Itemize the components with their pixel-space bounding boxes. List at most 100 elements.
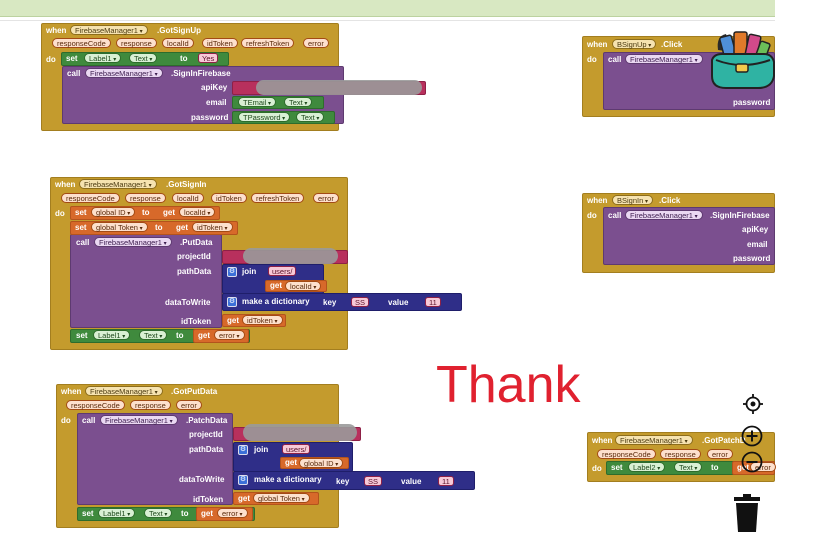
component-dropdown[interactable]: FirebaseManager1: [85, 386, 163, 396]
gear-icon[interactable]: ⚙: [227, 297, 237, 307]
error-dropdown[interactable]: error: [217, 508, 248, 518]
param-error[interactable]: error: [303, 38, 329, 48]
key-string[interactable]: SS: [364, 476, 383, 486]
zoom-out-icon[interactable]: [741, 451, 763, 473]
error-dropdown[interactable]: error: [214, 330, 245, 340]
property-dropdown[interactable]: Text: [129, 53, 158, 63]
global-token-dropdown[interactable]: global Token: [253, 493, 310, 503]
make-dictionary-block[interactable]: [222, 293, 462, 311]
when-keyword: when: [587, 196, 608, 205]
thank-overlay-text: Thank: [436, 356, 581, 414]
key-string[interactable]: SS: [351, 297, 370, 307]
get-keyword: get: [270, 281, 282, 290]
yes-string[interactable]: Yes: [198, 53, 219, 63]
get-keyword: get: [227, 316, 239, 325]
temail-dropdown[interactable]: TEmail: [238, 97, 277, 107]
param-idToken[interactable]: idToken: [202, 38, 238, 48]
component-dropdown[interactable]: FirebaseManager1: [100, 415, 178, 425]
error-dropdown[interactable]: error: [750, 462, 776, 472]
param-responseCode[interactable]: responseCode: [52, 38, 111, 48]
set-keyword: set: [66, 54, 78, 63]
global-token-dropdown[interactable]: global Token: [91, 222, 148, 232]
localid-dropdown[interactable]: localId: [179, 207, 216, 217]
param-response[interactable]: response: [130, 400, 171, 410]
set-keyword: set: [75, 223, 87, 232]
button-dropdown[interactable]: BSignUp: [612, 39, 657, 49]
param-response[interactable]: response: [125, 193, 166, 203]
component-dropdown[interactable]: FirebaseManager1: [625, 54, 703, 64]
get-keyword: get: [737, 463, 749, 472]
global-id-dropdown[interactable]: global ID: [91, 207, 136, 217]
text-dropdown[interactable]: Text: [296, 112, 325, 122]
method-name: .PatchData: [186, 416, 228, 425]
param-response[interactable]: response: [116, 38, 157, 48]
param-refreshToken[interactable]: refreshToken: [251, 193, 305, 203]
when-keyword: when: [55, 180, 76, 189]
param-responseCode[interactable]: responseCode: [66, 400, 125, 410]
component-dropdown[interactable]: FirebaseManager1: [70, 25, 148, 35]
param-localId[interactable]: localId: [172, 193, 204, 203]
property-dropdown[interactable]: Text: [674, 462, 703, 472]
users-string[interactable]: users/: [268, 266, 297, 276]
get-keyword: get: [238, 494, 250, 503]
call-putdata-block[interactable]: [70, 234, 222, 328]
property-dropdown[interactable]: Text: [144, 508, 173, 518]
gear-icon[interactable]: ⚙: [227, 267, 237, 277]
button-dropdown[interactable]: BSignIn: [612, 195, 653, 205]
param-error[interactable]: error: [707, 449, 733, 459]
do-keyword: do: [61, 416, 71, 425]
label-dropdown[interactable]: Label1: [84, 53, 122, 63]
call-keyword: call: [608, 55, 622, 64]
workspace-top-bar: [0, 0, 775, 17]
redacted-project-id: [243, 248, 338, 264]
key-keyword: key: [336, 477, 350, 486]
when-keyword: when: [587, 40, 608, 49]
trash-icon[interactable]: [732, 493, 762, 533]
param-error[interactable]: error: [313, 193, 339, 203]
gear-icon[interactable]: ⚙: [238, 475, 248, 485]
call-keyword: call: [608, 211, 622, 220]
property-dropdown[interactable]: Text: [139, 330, 168, 340]
label-dropdown[interactable]: Label1: [93, 330, 131, 340]
text-dropdown[interactable]: Text: [284, 97, 313, 107]
get-keyword: get: [201, 509, 213, 518]
idtoken-dropdown[interactable]: idToken: [242, 315, 283, 325]
component-dropdown[interactable]: FirebaseManager1: [79, 179, 157, 189]
param-localId[interactable]: localId: [162, 38, 194, 48]
set-keyword: set: [75, 208, 87, 217]
component-dropdown[interactable]: FirebaseManager1: [94, 237, 172, 247]
get-keyword: get: [163, 208, 175, 217]
value-string[interactable]: 11: [438, 476, 454, 486]
redacted-api-key: [256, 80, 422, 95]
users-string[interactable]: users/: [282, 444, 311, 454]
get-keyword: get: [198, 331, 210, 340]
redacted-project-id: [243, 424, 357, 441]
param-error[interactable]: error: [176, 400, 202, 410]
param-response[interactable]: response: [660, 449, 701, 459]
global-id-dropdown[interactable]: global ID: [299, 458, 344, 468]
component-dropdown[interactable]: FirebaseManager1: [615, 435, 693, 445]
value-string[interactable]: 11: [425, 297, 441, 307]
component-dropdown[interactable]: FirebaseManager1: [85, 68, 163, 78]
localid-dropdown[interactable]: localId: [285, 281, 322, 291]
zoom-in-icon[interactable]: [741, 425, 763, 447]
gear-icon[interactable]: ⚙: [238, 445, 248, 455]
param-responseCode[interactable]: responseCode: [597, 449, 656, 459]
when-keyword: when: [61, 387, 82, 396]
label-dropdown[interactable]: Label2: [628, 462, 666, 472]
make-dictionary-block[interactable]: [233, 471, 475, 490]
component-dropdown[interactable]: FirebaseManager1: [625, 210, 703, 220]
target-icon[interactable]: [742, 393, 764, 415]
label-dropdown[interactable]: Label1: [98, 508, 136, 518]
param-refreshToken[interactable]: refreshToken: [241, 38, 295, 48]
email-label: email: [747, 240, 768, 249]
param-responseCode[interactable]: responseCode: [61, 193, 120, 203]
param-idToken[interactable]: idToken: [211, 193, 247, 203]
call-patchdata-block[interactable]: [77, 413, 233, 505]
tpassword-dropdown[interactable]: TPassword: [238, 112, 291, 122]
do-keyword: do: [587, 55, 597, 64]
datatowrite-label: dataToWrite: [165, 298, 211, 307]
idtoken-dropdown[interactable]: idToken: [192, 222, 233, 232]
projectid-label: projectId: [177, 252, 211, 261]
event-name: .Click: [659, 196, 681, 205]
